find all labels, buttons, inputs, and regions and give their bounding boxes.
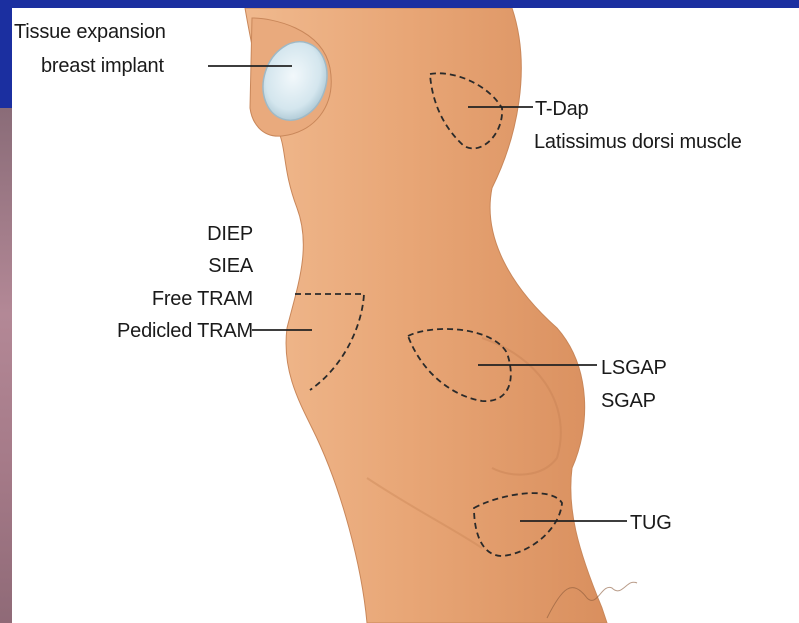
label-diep: DIEP xyxy=(207,221,253,247)
label-free-tram: Free TRAM xyxy=(152,286,253,312)
background-photo-strip xyxy=(0,108,12,623)
label-t-dap: T-Dap xyxy=(535,96,588,122)
label-lsgap: LSGAP xyxy=(601,355,667,381)
label-pedicled-tram: Pedicled TRAM xyxy=(117,318,253,344)
anatomy-illustration: Tissue expansion breast implant T-Dap La… xyxy=(12,8,799,623)
label-latissimus-dorsi: Latissimus dorsi muscle xyxy=(534,129,742,155)
label-sgap: SGAP xyxy=(601,388,656,414)
label-tug: TUG xyxy=(630,510,672,536)
label-siea: SIEA xyxy=(208,253,253,279)
body-drawing xyxy=(12,8,799,623)
label-tissue-expansion: Tissue expansion xyxy=(14,19,166,45)
label-breast-implant: breast implant xyxy=(41,53,164,79)
